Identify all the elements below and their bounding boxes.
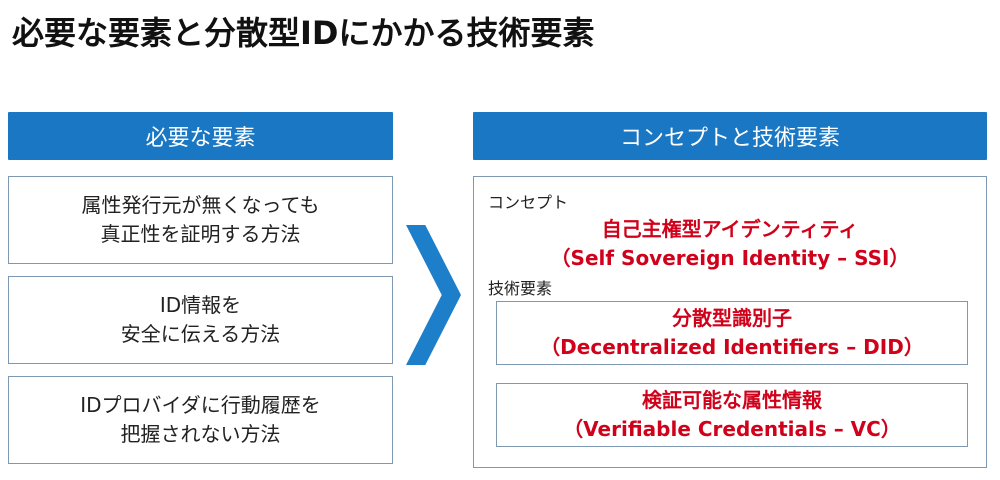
requirement-3-line1: IDプロバイダに行動履歴を (80, 393, 321, 417)
concept-tech-panel: コンセプト 自己主権型アイデンティティ （Self Sovereign Iden… (473, 176, 987, 468)
tech-did-en: （Decentralized Identifiers – DID） (540, 335, 924, 359)
tech-did-jp: 分散型識別子 (672, 306, 792, 330)
chevron-right-icon (406, 225, 461, 365)
concept-en: （Self Sovereign Identity – SSI） (550, 246, 910, 270)
tech-label: 技術要素 (488, 279, 553, 298)
tech-vc-jp: 検証可能な属性情報 (642, 388, 822, 412)
right-header-text: コンセプトと技術要素 (619, 126, 840, 151)
requirement-2-line1: ID情報を (159, 293, 242, 317)
requirement-1-line2: 真正性を証明する方法 (100, 222, 301, 246)
left-header-text: 必要な要素 (145, 126, 256, 151)
left-header: 必要な要素 (8, 112, 393, 160)
tech-vc-en: （Verifiable Credentials – VC） (563, 417, 901, 441)
requirement-box-3: IDプロバイダに行動履歴を 把握されない方法 (8, 376, 393, 464)
concept-label: コンセプト (488, 193, 569, 212)
concept-jp: 自己主権型アイデンティティ (601, 217, 859, 241)
requirement-box-1: 属性発行元が無くなっても 真正性を証明する方法 (8, 176, 393, 264)
requirement-3-line2: 把握されない方法 (120, 422, 281, 446)
requirement-1-line1: 属性発行元が無くなっても (81, 193, 320, 217)
page-title: 必要な要素と分散型IDにかかる技術要素 (12, 14, 595, 52)
requirement-box-2: ID情報を 安全に伝える方法 (8, 276, 393, 364)
tech-box-did: 分散型識別子 （Decentralized Identifiers – DID） (496, 301, 968, 365)
tech-box-vc: 検証可能な属性情報 （Verifiable Credentials – VC） (496, 383, 968, 447)
concept-block: 自己主権型アイデンティティ （Self Sovereign Identity –… (474, 215, 986, 273)
right-header: コンセプトと技術要素 (473, 112, 987, 160)
requirement-2-line2: 安全に伝える方法 (120, 322, 281, 346)
